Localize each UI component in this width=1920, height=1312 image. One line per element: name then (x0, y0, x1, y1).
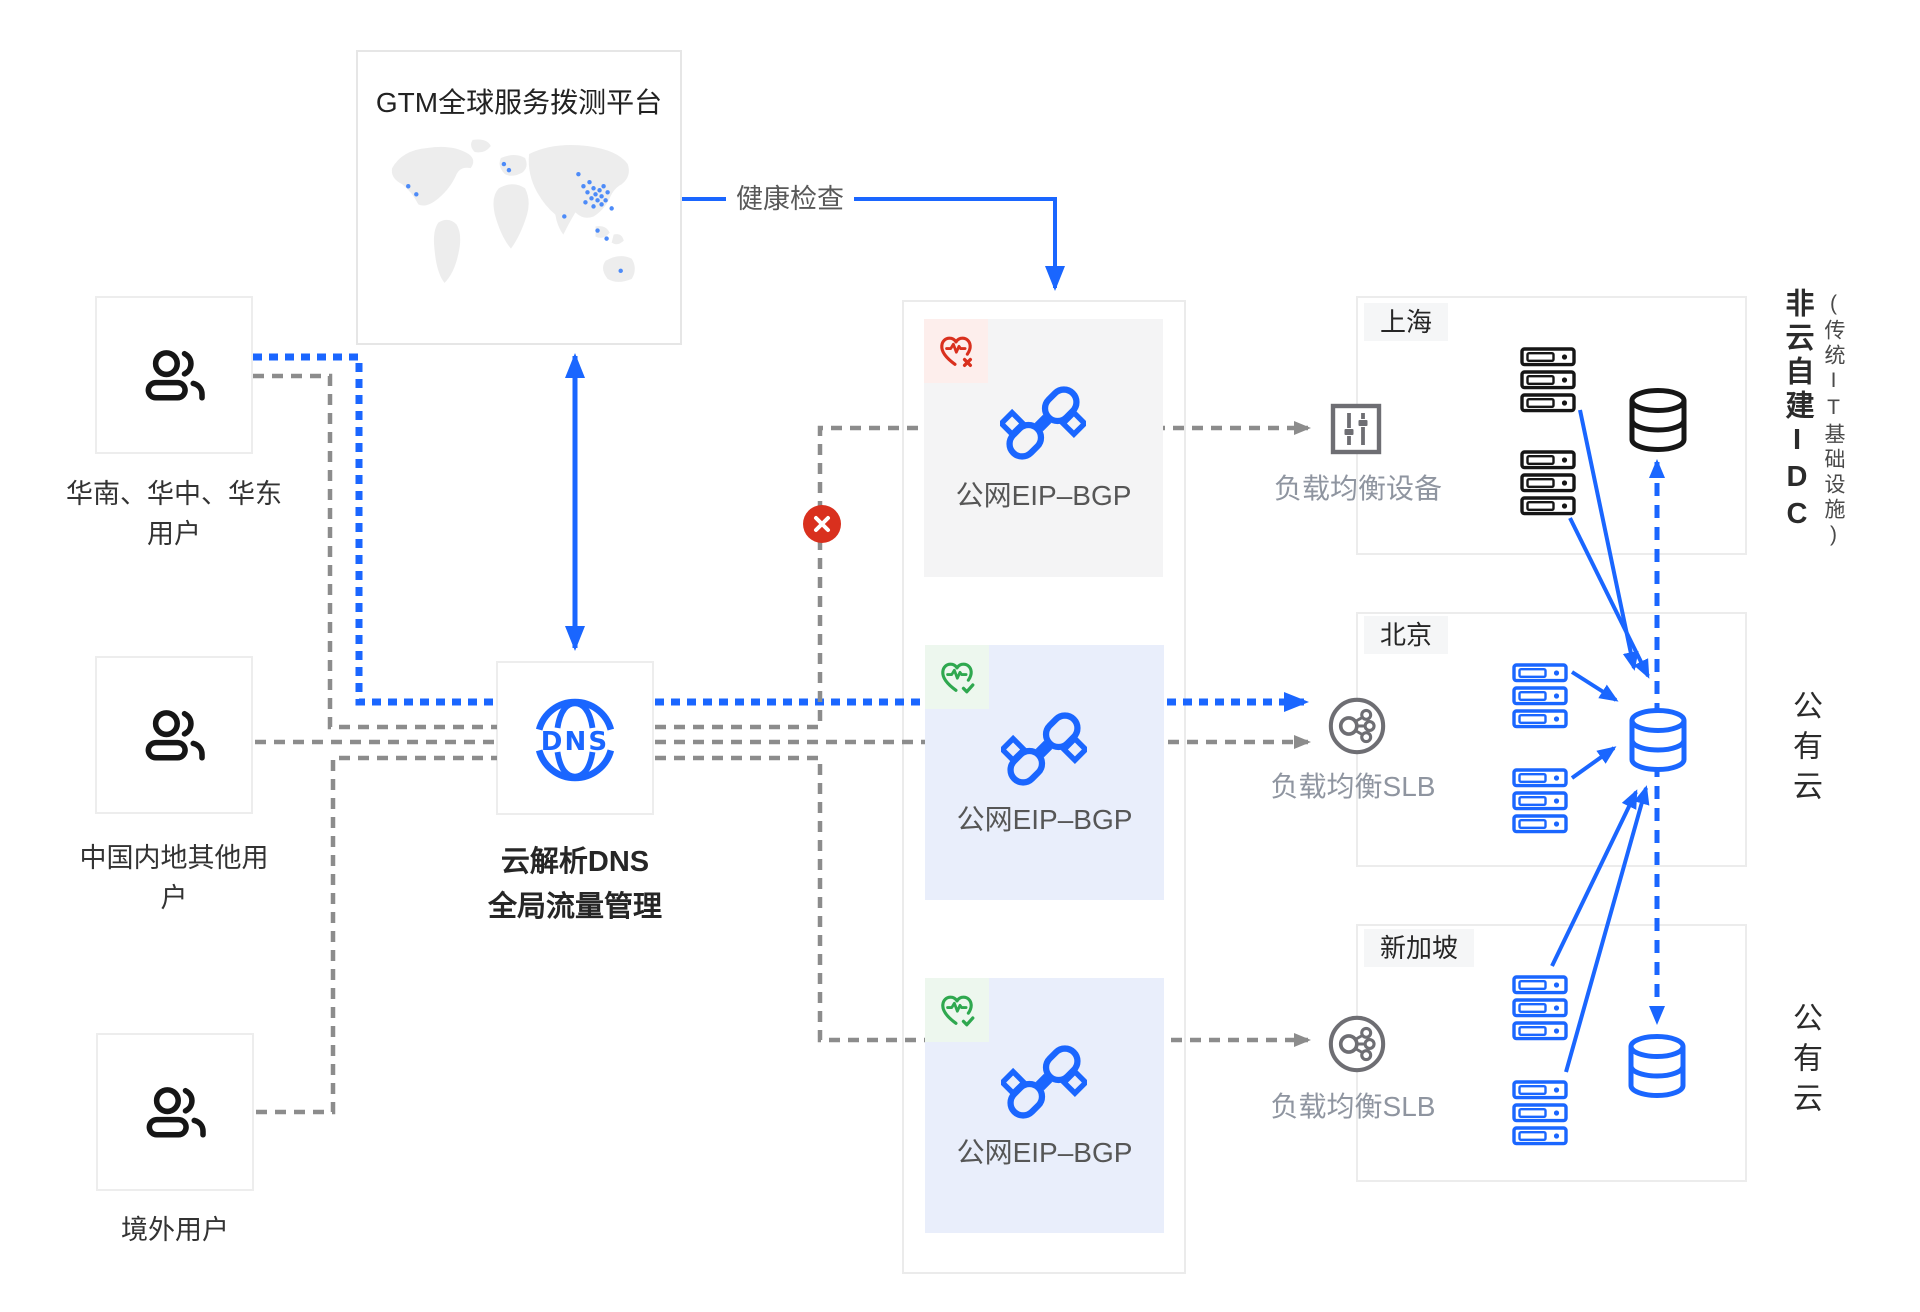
slb-label-beijing: 负载均衡SLB (1270, 771, 1436, 802)
eip-label-3: 公网EIP–BGP (956, 1137, 1133, 1168)
region-tab-beijing: 北京 (1364, 616, 1449, 654)
public-cloud-label-beijing: 公有云 (1788, 690, 1821, 810)
database-icon (1626, 706, 1690, 774)
database-icon (1626, 386, 1690, 454)
heart-pulse-check-icon (936, 656, 978, 698)
health-check-label: 健康检查 (726, 180, 854, 218)
lb-device-label: 负载均衡设备 (1273, 473, 1442, 504)
user-box-overseas (96, 1033, 254, 1191)
user-label-overseas: 境外用户 (121, 1215, 229, 1245)
slb-icon (1326, 1013, 1388, 1075)
region-tab-shanghai: 上海 (1364, 303, 1449, 341)
health-status-badge-healthy (925, 978, 989, 1042)
eip-label-2: 公网EIP–BGP (956, 804, 1133, 835)
dns-box (496, 661, 654, 815)
user-box-south (95, 296, 253, 454)
server-stack (1520, 347, 1576, 413)
dns-label-line1: 云解析DNS (500, 846, 650, 878)
dns-icon-text: DNS (541, 727, 609, 757)
slb-icon (1326, 695, 1388, 757)
dns-label-line2: 全局流量管理 (487, 891, 662, 923)
idc-side-label: 非云自建IDC (1781, 288, 1813, 535)
world-map (391, 139, 635, 283)
health-status-badge-healthy (925, 645, 989, 709)
lb-device-icon (1330, 403, 1382, 455)
user-label-south: 华南、华中、华东用户 (66, 479, 282, 549)
user-box-mainland (95, 656, 253, 814)
health-status-badge-unhealthy (924, 319, 988, 383)
heart-pulse-check-icon (936, 989, 978, 1031)
server-stack (1512, 768, 1568, 834)
eip-link-icon (1000, 380, 1086, 466)
idc-side-note: (传统IT基础设施) (1822, 292, 1845, 550)
server-stack (1512, 1080, 1568, 1146)
server-stack (1520, 450, 1576, 516)
eip-link-icon (1001, 1039, 1087, 1125)
user-label-mainland: 中国内地其他用户 (79, 843, 269, 913)
failure-x-badge (803, 505, 841, 543)
server-stack (1512, 663, 1568, 729)
database-icon (1625, 1032, 1689, 1100)
public-cloud-label-singapore: 公有云 (1788, 1002, 1821, 1122)
eip-link-icon (1001, 706, 1087, 792)
server-stack (1512, 975, 1568, 1041)
users-icon (140, 1077, 210, 1147)
slb-label-singapore: 负载均衡SLB (1270, 1091, 1436, 1122)
heart-pulse-x-icon (935, 330, 977, 372)
dns-globe-icon: DNS (535, 698, 615, 782)
gtm-title: GTM全球服务拨测平台 (375, 87, 663, 118)
users-icon (139, 700, 209, 770)
users-icon (139, 340, 209, 410)
eip-label-1: 公网EIP–BGP (955, 480, 1132, 511)
region-tab-singapore: 新加坡 (1364, 929, 1475, 967)
